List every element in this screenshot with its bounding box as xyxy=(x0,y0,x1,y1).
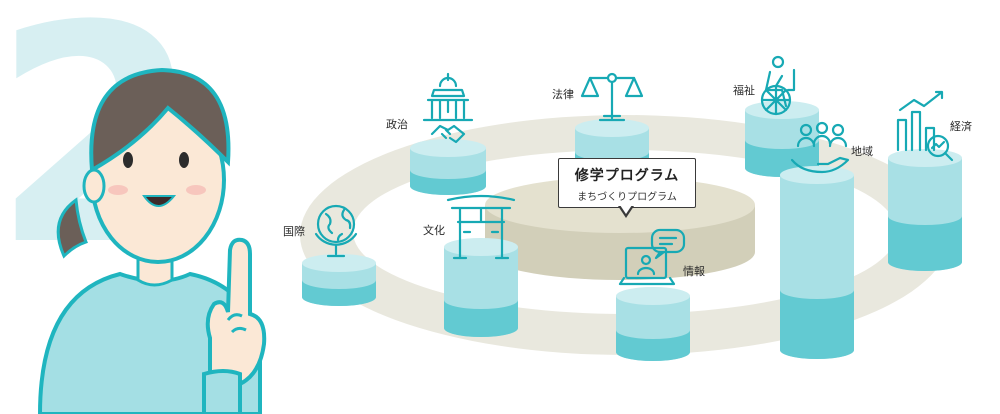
growth-chart-icon xyxy=(896,90,954,162)
cylinder-bunka xyxy=(444,238,518,337)
label-keizai: 経済 xyxy=(950,120,972,133)
capitol-handshake-icon xyxy=(422,72,474,144)
woman-illustration xyxy=(37,67,267,414)
laptop-chat-icon xyxy=(618,228,686,286)
label-seiji: 政治 xyxy=(386,118,408,131)
label-chiiki: 地域 xyxy=(851,145,873,158)
callout-pointer-fill xyxy=(620,205,632,214)
cylinder-keizai xyxy=(888,149,962,271)
label-houritsu: 法律 xyxy=(552,88,574,101)
community-icon xyxy=(790,121,850,174)
label-jouhou: 情報 xyxy=(683,265,705,278)
callout-subtitle: まちづくりプログラム xyxy=(577,192,677,203)
wheelchair-icon xyxy=(760,55,796,116)
label-kokusai: 国際 xyxy=(283,225,305,238)
cylinder-seiji xyxy=(410,139,486,195)
label-bunka: 文化 xyxy=(423,224,445,237)
cylinder-kokusai xyxy=(302,254,376,306)
torii-icon xyxy=(446,194,516,260)
program-callout: 修学プログラム まちづくりプログラム xyxy=(558,158,696,208)
globe-icon xyxy=(314,204,358,258)
scales-icon xyxy=(580,72,644,122)
label-fukushi: 福祉 xyxy=(733,84,755,97)
callout-title: 修学プログラム xyxy=(574,168,680,184)
cylinder-jouhou xyxy=(616,287,690,361)
cylinder-chiiki xyxy=(780,166,854,359)
